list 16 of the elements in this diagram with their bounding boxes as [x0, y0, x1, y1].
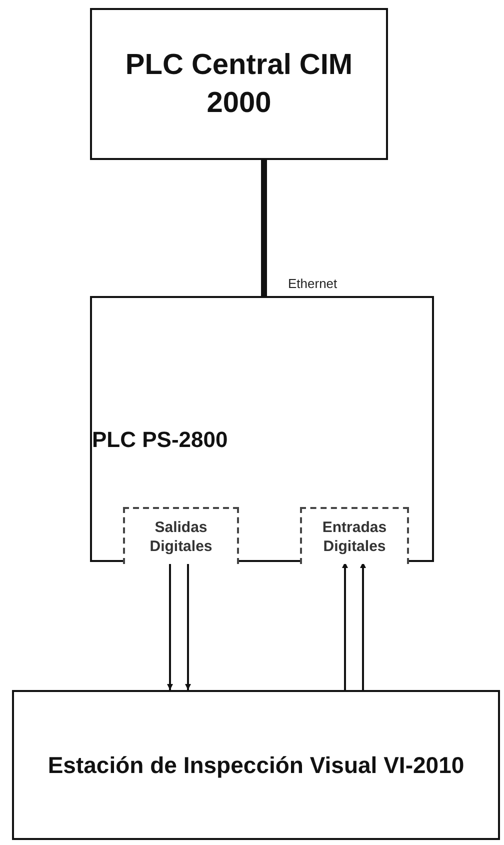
- process-box: [90, 8, 388, 160]
- node-label: Entradas Digitales: [321, 518, 388, 556]
- process-box: [12, 690, 500, 840]
- edge-label: Ethernet: [288, 275, 338, 293]
- node-label: PLC PS-2800: [92, 426, 228, 454]
- port-group-box: [300, 507, 409, 564]
- process-box: [90, 296, 434, 562]
- node-label: PLC Central CIM 2000: [124, 48, 354, 121]
- arrow: [342, 562, 348, 690]
- arrow: [360, 562, 366, 690]
- arrow: [167, 562, 173, 690]
- connection-line: [261, 160, 267, 296]
- node-label: Estación de Inspección Visual VI-2010: [48, 751, 464, 780]
- node-label: Salidas Digitales: [148, 518, 214, 556]
- port-group-box: [123, 507, 239, 564]
- arrow: [185, 562, 191, 690]
